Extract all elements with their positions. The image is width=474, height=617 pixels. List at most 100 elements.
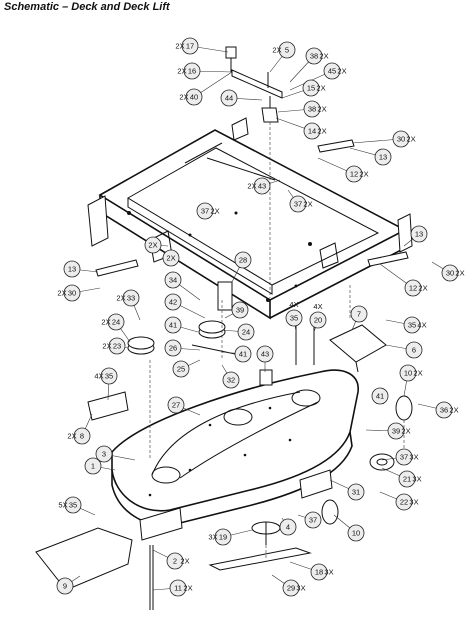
callout-number: 13 — [379, 153, 387, 162]
callout-bubble — [56, 577, 74, 595]
callout-bubble — [144, 236, 162, 254]
callout-2X: 2X — [144, 236, 169, 254]
callout-bubble — [95, 445, 113, 463]
callout-bubble — [387, 422, 405, 440]
callout-number: 37 — [400, 453, 408, 462]
callout-bubble — [302, 79, 320, 97]
callout-bubble — [172, 360, 190, 378]
callout-number: 28 — [239, 256, 247, 265]
callout-number: 37 — [294, 200, 302, 209]
callout-number: 44 — [225, 94, 233, 103]
callout-1: 1 — [84, 457, 116, 475]
callout-bubble — [108, 337, 126, 355]
diagram-title: Schematic – Deck and Deck Lift — [4, 1, 170, 13]
callout-bubble — [256, 345, 274, 363]
callout-bubble — [310, 563, 328, 581]
callout-quantity: 5X — [58, 501, 67, 510]
callout-number: 27 — [172, 401, 180, 410]
callout-number: 1 — [91, 462, 95, 471]
callout-number: 7 — [357, 310, 361, 319]
callout-bubble — [347, 524, 365, 542]
callout-bubble — [403, 316, 421, 334]
callout-number: 37 — [309, 516, 317, 525]
callout-bubble — [214, 528, 232, 546]
callout-number: 13 — [415, 230, 423, 239]
callout-bubble — [282, 579, 300, 597]
callout-bubble — [234, 251, 252, 269]
callout-bubble — [309, 311, 327, 329]
callout-number: 39 — [236, 306, 244, 315]
callout-number: 30 — [68, 289, 76, 298]
callout-number: 16 — [188, 67, 196, 76]
callout-number: 30 — [397, 135, 405, 144]
callout-bubble — [237, 323, 255, 341]
callout-quantity: 2X — [449, 406, 458, 415]
callout-bubble — [374, 148, 392, 166]
callout-number: 24 — [112, 318, 120, 327]
callout-bubble — [169, 579, 187, 597]
callout-number: 18 — [315, 568, 323, 577]
assembly-dashed-lines — [149, 122, 405, 560]
deck-components — [35, 322, 413, 610]
callout-28: 28 — [231, 251, 252, 283]
callout-quantity: 4X — [417, 321, 426, 330]
callout-quantity: 2X — [337, 67, 346, 76]
callout-quantity: 2X — [303, 200, 312, 209]
callout-bubble — [73, 427, 91, 445]
callout-41: 41 — [371, 387, 389, 405]
callout-number: 42 — [169, 298, 177, 307]
callout-bubble — [64, 496, 82, 514]
callout-43: 43 — [256, 345, 274, 372]
callout-bubble — [278, 41, 296, 59]
callout-quantity: 2X — [183, 584, 192, 593]
callout-bubble — [305, 47, 323, 65]
callout-quantity: 2X — [57, 289, 66, 298]
callout-bubble — [395, 493, 413, 511]
callout-bubble — [303, 122, 321, 140]
callout-bubble — [162, 249, 180, 267]
callout-41: 41 — [164, 316, 199, 334]
callout-number: 10 — [404, 369, 412, 378]
callout-number: 13 — [68, 265, 76, 274]
callout-number: 6 — [412, 346, 416, 355]
callout-number: 12 — [350, 170, 358, 179]
callout-number: 26 — [169, 344, 177, 353]
callout-number: 9 — [63, 582, 67, 591]
callout-quantity: 2X — [418, 284, 427, 293]
callout-quantity: 2X — [116, 294, 125, 303]
callout-bubble — [304, 511, 322, 529]
callout-bubble — [399, 364, 417, 382]
callout-quantity: 2X — [179, 93, 188, 102]
callout-13: 13 — [63, 260, 99, 278]
callout-quantity: 3X — [324, 568, 333, 577]
callout-bubble — [84, 457, 102, 475]
callout-quantity: 2X — [316, 84, 325, 93]
callout-quantity: 2X — [317, 105, 326, 114]
callout-bubble — [231, 301, 249, 319]
deck-lift-frame — [87, 117, 413, 320]
callout-bubble — [183, 62, 201, 80]
callout-number: 2X — [148, 241, 157, 250]
callout-number: 30 — [446, 269, 454, 278]
callout-number: 34 — [169, 276, 177, 285]
callout-quantity: 2X — [359, 170, 368, 179]
callout-32: 32 — [221, 364, 240, 389]
callout-bubble — [122, 289, 140, 307]
callout-13: 13 — [403, 225, 428, 247]
callout-bubble — [392, 130, 410, 148]
callout-bubble — [63, 260, 81, 278]
